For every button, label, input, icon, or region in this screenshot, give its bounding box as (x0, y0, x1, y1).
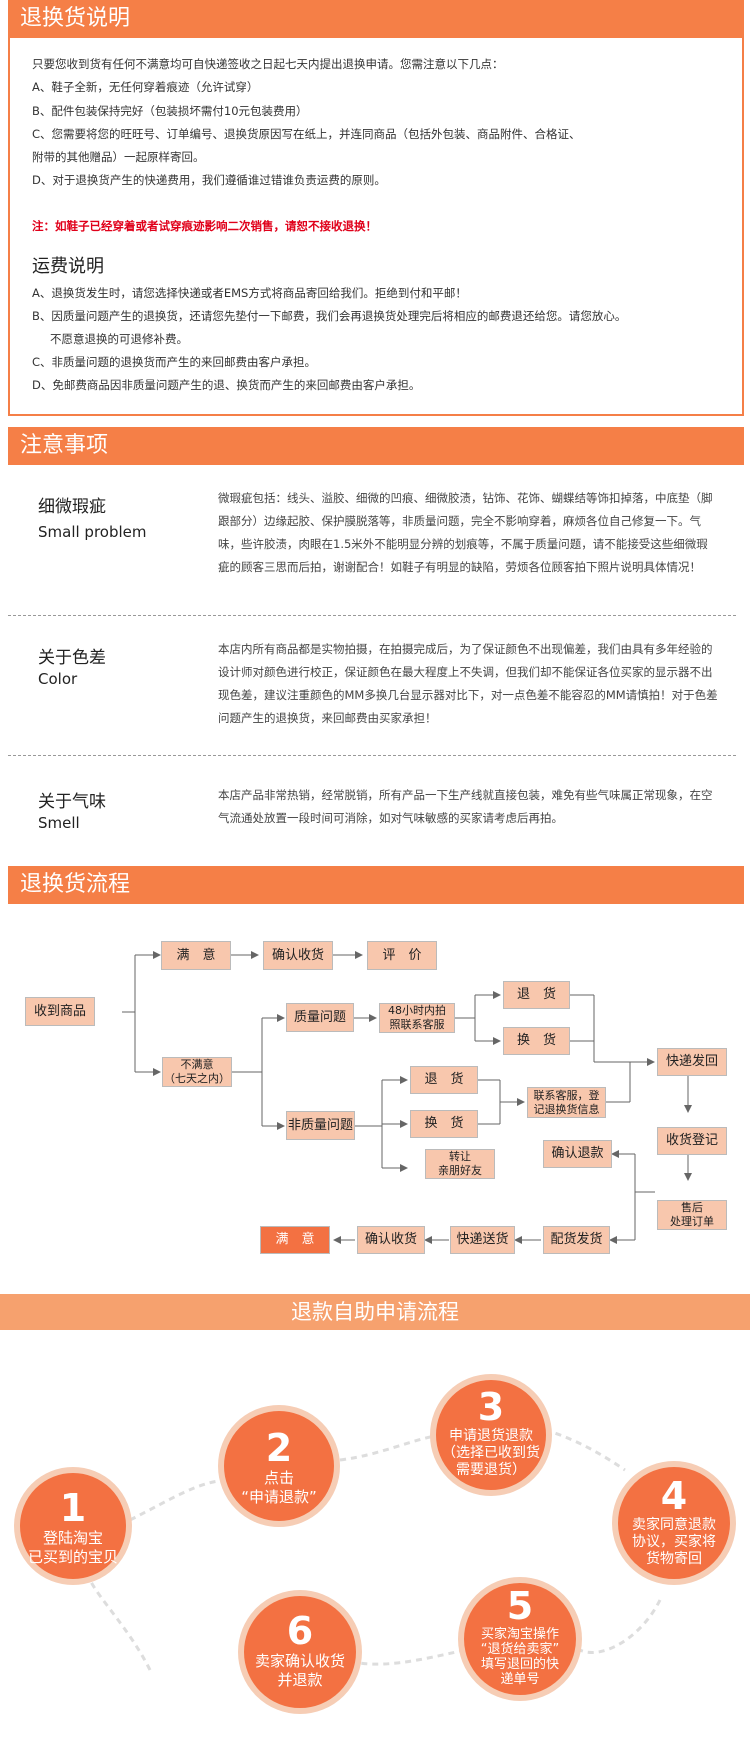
shipping-line-c: C、非质量问题的退换货而产生的来回邮费由客户承担。 (32, 355, 317, 369)
refund-step-5: 5 买家淘宝操作 “退货给卖家” 填写退回的快 递单号 (458, 1577, 582, 1701)
step-text: 点击 “申请退款” (241, 1469, 317, 1506)
flow-contact-service: 联系客服，登 记退换货信息 (527, 1087, 606, 1118)
note-title-flaw: 细微瑕疵 (38, 497, 106, 517)
divider (8, 755, 736, 756)
policy-intro: 只要您收到货有任何不满意均可自快递签收之日起七天内提出退换申请。您需注意以下几点… (32, 57, 504, 71)
step-text: 买家淘宝操作 “退货给卖家” 填写退回的快 递单号 (480, 1627, 560, 1687)
shipping-line-a: A、退换货发生时，请您选择快递或者EMS方式将商品寄回给我们。拒绝到付和平邮！ (32, 286, 467, 300)
flow-receive-register: 收货登记 (657, 1127, 727, 1155)
flow-exchange-nonquality: 换 货 (410, 1110, 478, 1138)
flow-received: 收到商品 (25, 997, 95, 1026)
step-text: 卖家同意退款 协议，买家将 货物寄回 (632, 1517, 716, 1567)
shipping-line-b: B、因质量问题产生的退换货，还请您先垫付一下邮费，我们会再退换货处理完后将相应的… (32, 309, 627, 323)
flow-exchange-quality: 换 货 (503, 1027, 570, 1055)
policy-warning: 注：如鞋子已经穿着或者试穿痕迹影响二次销售，请恕不接收退换！ (32, 219, 377, 233)
refund-step-2: 2 点击 “申请退款” (218, 1405, 340, 1527)
step-text: 申请退货退款 （选择已收到货 需要退货） (442, 1428, 540, 1478)
section-title-notes: 注意事项 (8, 427, 744, 465)
divider (8, 615, 736, 616)
policy-line-b: B、配件包装保持完好（包装损坏需付10元包装费用） (32, 104, 308, 118)
flow-transfer-friends: 转让 亲朋好友 (425, 1149, 495, 1179)
note-title-color: 关于色差 (38, 648, 106, 668)
step-number: 4 (660, 1474, 688, 1518)
refund-step-3: 3 申请退货退款 （选择已收到货 需要退货） (430, 1374, 552, 1496)
policy-line-c: C、您需要将您的旺旺号、订单编号、退换货原因写在纸上，并连同商品（包括外包装、商… (32, 127, 581, 141)
section-title-return-flow: 退换货流程 (8, 866, 744, 904)
refund-step-1: 1 登陆淘宝 已买到的宝贝 (14, 1467, 132, 1585)
flow-connectors (122, 951, 692, 1244)
flow-refund-nonquality: 退 货 (410, 1066, 478, 1094)
note-title-smell: 关于气味 (38, 792, 106, 812)
step-number: 1 (59, 1486, 87, 1530)
policy-line-c2: 附带的其他赠品）一起原样寄回。 (32, 150, 205, 164)
flow-quality-issue: 质量问题 (286, 1003, 354, 1032)
section-title-return-policy: 退换货说明 (8, 0, 744, 38)
flow-satisfied-final: 满 意 (260, 1226, 330, 1254)
flow-photo-48h: 48小时内拍 照联系客服 (379, 1003, 455, 1033)
flow-express-return: 快递发回 (657, 1048, 727, 1076)
refund-step-4: 4 卖家同意退款 协议，买家将 货物寄回 (612, 1461, 736, 1585)
flow-ship-goods: 配货发货 (543, 1226, 610, 1254)
shipping-line-d: D、免邮费商品因非质量问题产生的退、换货而产生的来回邮费由客户承担。 (32, 378, 421, 392)
flow-confirm-refund: 确认退款 (543, 1140, 612, 1168)
note-body-flaw: 微瑕疵包括：线头、溢胶、细微的凹痕、细微胶渍，钻饰、花饰、蝴蝶结等饰扣掉落，中底… (218, 491, 713, 574)
flow-satisfied: 满 意 (161, 941, 231, 970)
flow-confirm-receipt: 确认收货 (263, 941, 333, 970)
refund-step-6: 6 卖家确认收货 并退款 (238, 1590, 362, 1714)
step-number: 3 (477, 1385, 505, 1429)
shipping-line-b2: 不愿意退换的可退修补费。 (50, 332, 188, 346)
step-text: 卖家确认收货 并退款 (254, 1652, 345, 1689)
policy-line-d: D、对于退换货产生的快递费用，我们遵循谁过错谁负责运费的原则。 (32, 173, 386, 187)
policy-line-a: A、鞋子全新，无任何穿着痕迹（允许试穿） (32, 80, 259, 94)
section-title-refund-process: 退款自助申请流程 (0, 1294, 750, 1330)
flow-unsatisfied: 不满意 （七天之内） (162, 1057, 232, 1087)
flow-review: 评 价 (367, 941, 437, 970)
step-number: 5 (506, 1584, 534, 1628)
flow-non-quality-issue: 非质量问题 (286, 1111, 355, 1140)
flow-confirm-receipt-final: 确认收货 (357, 1226, 425, 1254)
step-text: 登陆淘宝 已买到的宝贝 (27, 1529, 118, 1566)
shipping-title: 运费说明 (32, 256, 104, 277)
note-body-color: 本店内所有商品都是实物拍摄，在拍摄完成后，为了保证颜色不出现偏差，我们由具有多年… (218, 642, 718, 725)
step-number: 2 (265, 1426, 293, 1470)
flow-express-delivery: 快递送货 (450, 1226, 515, 1254)
step-number: 6 (286, 1609, 314, 1653)
note-subtitle-flaw: Small problem (38, 523, 147, 541)
return-policy-box (8, 38, 744, 416)
note-body-smell: 本店产品非常热销，经常脱销，所有产品一下生产线就直接包装，难免有些气味属正常现象… (218, 788, 713, 825)
flow-aftersale-order: 售后 处理订单 (657, 1200, 727, 1230)
note-subtitle-color: Color (38, 670, 78, 688)
flow-refund-quality: 退 货 (503, 981, 570, 1009)
note-subtitle-smell: Smell (38, 814, 80, 832)
